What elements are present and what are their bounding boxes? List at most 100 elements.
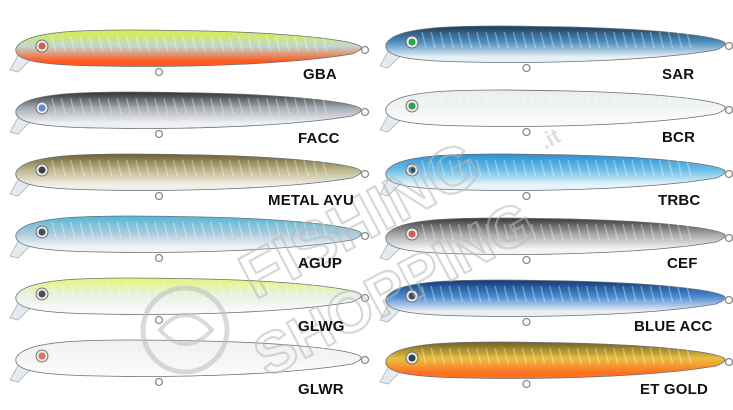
- lure-scale: [116, 283, 123, 301]
- lure-scale: [448, 347, 455, 365]
- lure-scale: [658, 31, 665, 49]
- lure-scale: [153, 159, 160, 177]
- lure-scale: [172, 221, 179, 239]
- lure-scale: [549, 223, 555, 241]
- lure-belly-ring: [522, 317, 531, 327]
- lure-scale: [209, 35, 216, 53]
- lure-scale: [558, 285, 564, 303]
- lure-scale: [107, 159, 113, 177]
- lure-scale: [219, 35, 225, 53]
- lure-scale: [181, 221, 188, 239]
- lure-scale: [293, 345, 300, 363]
- lure-scale: [163, 221, 169, 239]
- lure-scale: [275, 97, 281, 115]
- lure-scale: [476, 159, 482, 177]
- lure-scale: [503, 285, 509, 303]
- lure-scale: [631, 285, 637, 303]
- lure-scale: [293, 35, 300, 53]
- lure-scale: [284, 35, 291, 53]
- lure-scale: [256, 159, 263, 177]
- lure-scale: [293, 283, 300, 301]
- lure-body: [15, 339, 362, 377]
- lure-label-agup: AGUP: [298, 255, 343, 272]
- lure-scale: [303, 345, 309, 363]
- lure-scale: [51, 159, 57, 177]
- lure-scale: [256, 221, 263, 239]
- lure-scale: [125, 159, 132, 177]
- lure-scale: [603, 159, 610, 177]
- lure-scale: [567, 347, 573, 365]
- lure-scale: [585, 31, 592, 49]
- lure-scale: [219, 97, 225, 115]
- lure-scale: [275, 35, 281, 53]
- lure-tail-ring: [360, 45, 370, 55]
- lure-scale: [594, 223, 601, 241]
- lure-scale: [144, 283, 151, 301]
- lure-tail-ring: [724, 357, 733, 367]
- lure-scale: [69, 345, 76, 363]
- lure-scale: [237, 159, 244, 177]
- lure-belly-ring: [154, 377, 164, 387]
- lure-belly-ring: [522, 379, 531, 389]
- lure-scale: [116, 221, 123, 239]
- lure-scale: [321, 221, 328, 239]
- lure-scale: [567, 223, 573, 241]
- lure-scale: [247, 159, 253, 177]
- lure-scale: [181, 35, 188, 53]
- lure-belly-ring: [522, 63, 531, 73]
- lure-pupil: [408, 354, 416, 362]
- lure-body: [15, 215, 362, 253]
- lure-scale: [51, 221, 57, 239]
- lure-scale: [686, 159, 692, 177]
- lure-pupil: [408, 38, 416, 46]
- lure-scale: [116, 97, 123, 115]
- lure-scale: [558, 223, 564, 241]
- lure-pupil: [38, 352, 46, 360]
- lure-body: [15, 29, 362, 67]
- lure-scale: [421, 95, 427, 113]
- lure-scale: [658, 95, 665, 113]
- lure-scale: [613, 95, 619, 113]
- lure-scale: [530, 95, 537, 113]
- lure-scale: [219, 221, 225, 239]
- lure-scale: [312, 159, 319, 177]
- lure-scale: [503, 31, 509, 49]
- lure-scale: [97, 159, 104, 177]
- lure-scale: [613, 347, 619, 365]
- lure-scale: [191, 159, 197, 177]
- lure-scale: [79, 159, 85, 177]
- lure-body: [385, 217, 726, 255]
- lure-label-glwr: GLWR: [298, 381, 344, 398]
- lure-scale: [640, 159, 646, 177]
- lure-scale: [567, 31, 573, 49]
- lure-scale: [321, 35, 328, 53]
- lure-scale: [200, 35, 207, 53]
- lure-scale: [284, 97, 291, 115]
- lure-scale: [603, 285, 610, 303]
- lure-scale: [88, 159, 95, 177]
- lure-scale: [677, 159, 683, 177]
- lure-scale: [576, 285, 582, 303]
- lure-scale: [448, 285, 455, 303]
- lure-scale: [116, 159, 123, 177]
- lure-scale: [284, 345, 291, 363]
- lure-scale: [247, 221, 253, 239]
- lure-scale: [284, 283, 291, 301]
- lure-scale: [585, 223, 592, 241]
- lure-scale: [686, 223, 692, 241]
- lure-scale: [116, 35, 123, 53]
- lure-scale: [558, 95, 564, 113]
- lure-scale: [658, 159, 665, 177]
- lure-belly-ring: [522, 191, 531, 201]
- lure-scale: [631, 159, 637, 177]
- lure-scale: [494, 31, 500, 49]
- lure-scale: [503, 95, 509, 113]
- lure-scale: [521, 31, 528, 49]
- lure-glwr: [9, 339, 370, 387]
- lure-scale: [153, 97, 160, 115]
- lure-scale: [439, 159, 445, 177]
- lure-scale: [172, 97, 179, 115]
- lure-scale: [540, 285, 546, 303]
- lure-label-et-gold: ET GOLD: [640, 381, 709, 398]
- lure-scale: [51, 35, 57, 53]
